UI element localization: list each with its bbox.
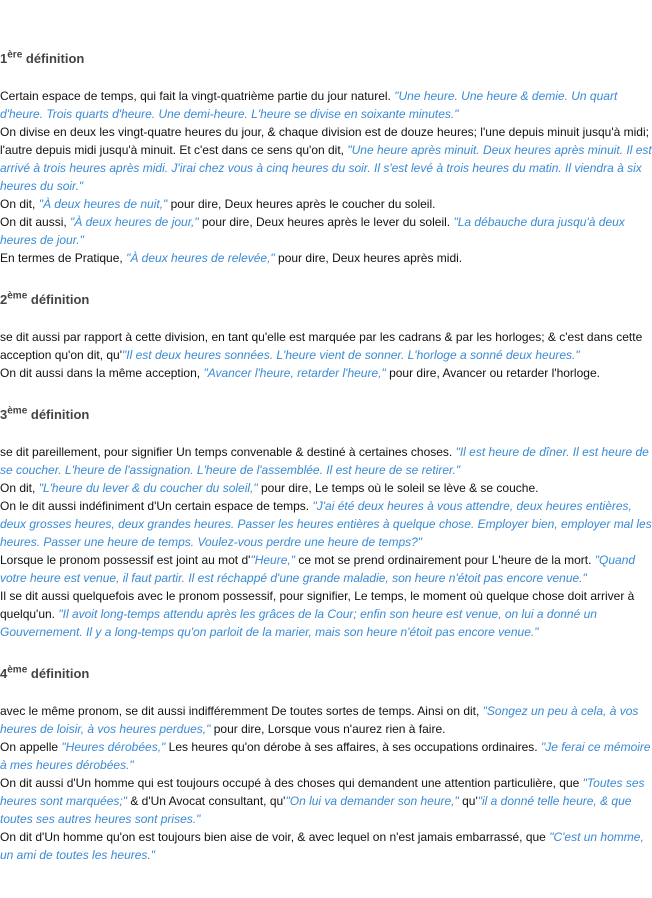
- definition-text: ce mot se prend ordinairement pour L'heu…: [294, 553, 595, 567]
- example-quote: "Il avoit long-temps attendu après les g…: [0, 607, 597, 639]
- definition-heading: 2ème définition: [0, 286, 652, 314]
- definition-section: 2ème définition se dit aussi par rapport …: [0, 286, 652, 382]
- definition-paragraph: avec le même pronom, se dit aussi indiff…: [0, 702, 652, 738]
- example-quote: "C'est un homme, un ami de toutes les he…: [0, 830, 644, 862]
- definition-label: définition: [30, 666, 90, 681]
- definition-number: 4: [0, 666, 8, 681]
- definition-text: Certain espace de temps, qui fait la vin…: [0, 89, 395, 103]
- definition-paragraph: se dit pareillement, pour signifier Un t…: [0, 443, 652, 479]
- definition-ordinal: ème: [7, 290, 28, 302]
- definition-text: pour dire, Deux heures après le coucher …: [167, 197, 436, 211]
- definition-paragraph: se dit aussi par rapport à cette divisio…: [0, 328, 652, 364]
- definition-text: On dit,: [0, 197, 39, 211]
- definition-paragraph: Certain espace de temps, qui fait la vin…: [0, 87, 652, 123]
- definition-text: On dit,: [0, 481, 39, 495]
- example-quote: "On lui va demander son heure,": [285, 794, 459, 808]
- example-quote: "Heures dérobées,": [61, 740, 166, 754]
- definition-heading: 4ème définition: [0, 660, 652, 688]
- definition-text: On dit aussi d'Un homme qui est toujours…: [0, 776, 583, 790]
- example-quote: "J'ai été deux heures à vous attendre, d…: [0, 499, 652, 549]
- definition-label: définition: [30, 292, 90, 307]
- definition-text: Il se dit aussi quelquefois avec le pron…: [0, 589, 635, 621]
- example-quote: "À deux heures de relevée,": [126, 251, 275, 265]
- definition-body: Certain espace de temps, qui fait la vin…: [0, 87, 652, 267]
- definition-text: On le dit aussi indéfiniment d'Un certai…: [0, 499, 313, 513]
- definition-paragraph: Lorsque le pronom possessif est joint au…: [0, 551, 652, 587]
- definition-text: avec le même pronom, se dit aussi indiff…: [0, 704, 483, 718]
- definition-body: se dit pareillement, pour signifier Un t…: [0, 443, 652, 641]
- definition-paragraph: On dit d'Un homme qu'on est toujours bie…: [0, 828, 652, 864]
- definition-paragraph: On dit aussi, "À deux heures de jour," p…: [0, 213, 652, 249]
- definition-label: définition: [25, 51, 85, 66]
- definition-paragraph: On appelle "Heures dérobées," Les heures…: [0, 738, 652, 774]
- definition-number: 1: [0, 51, 8, 66]
- definition-ordinal: ème: [7, 405, 28, 417]
- definition-paragraph: On le dit aussi indéfiniment d'Un certai…: [0, 497, 652, 551]
- definition-text: On divise en deux les vingt-quatre heure…: [0, 125, 649, 157]
- example-quote: "À deux heures de jour,": [70, 215, 199, 229]
- example-quote: "Toutes ses heures sont marquées;": [0, 776, 645, 808]
- definition-text: En termes de Pratique,: [0, 251, 127, 265]
- definition-text: On appelle: [0, 740, 62, 754]
- definition-heading: 1ère définition: [0, 45, 652, 73]
- definition-text: pour dire, Deux heures après le lever du…: [198, 215, 454, 229]
- definition-paragraph: On dit, "L'heure du lever & du coucher d…: [0, 479, 652, 497]
- definition-text: se dit aussi par rapport à cette divisio…: [0, 330, 643, 362]
- example-quote: "Songez un peu à cela, à vos heures de l…: [0, 704, 639, 736]
- definition-heading: 3ème définition: [0, 401, 652, 429]
- definition-paragraph: On dit aussi dans la même acception, "Av…: [0, 364, 652, 382]
- definition-section: 3ème définition se dit pareillement, pour…: [0, 401, 652, 641]
- example-quote: "Il est heure de dîner. Il est heure de …: [0, 445, 649, 477]
- definition-number: 2: [0, 292, 8, 307]
- example-quote: "il a donné telle heure, & que toutes se…: [0, 794, 632, 826]
- example-quote: "La débauche dura jusqu'à deux heures de…: [0, 215, 625, 247]
- definition-text: On dit aussi dans la même acception,: [0, 366, 204, 380]
- example-quote: "Heure,": [250, 553, 295, 567]
- definition-text: Lorsque le pronom possessif est joint au…: [0, 553, 251, 567]
- definition-ordinal: ème: [7, 664, 28, 676]
- definition-paragraph: Il se dit aussi quelquefois avec le pron…: [0, 587, 652, 641]
- example-quote: "À deux heures de nuit,": [38, 197, 168, 211]
- definition-text: pour dire, Avancer ou retarder l'horloge…: [385, 366, 600, 380]
- definition-ordinal: ère: [7, 49, 23, 61]
- definition-label: définition: [30, 407, 90, 422]
- example-quote: "Avancer l'heure, retarder l'heure,": [203, 366, 386, 380]
- example-quote: "Une heure. Une heure & demie. Un quart …: [0, 89, 618, 121]
- definition-text: qu': [458, 794, 478, 808]
- definition-paragraph: On dit, "À deux heures de nuit," pour di…: [0, 195, 652, 213]
- definition-paragraph: En termes de Pratique, "À deux heures de…: [0, 249, 652, 267]
- example-quote: "Une heure après minuit. Deux heures apr…: [0, 143, 652, 193]
- definition-text: pour dire, Lorsque vous n'aurez rien à f…: [210, 722, 446, 736]
- definition-text: Les heures qu'on dérobe à ses affaires, …: [165, 740, 541, 754]
- definition-text: pour dire, Le temps où le soleil se lève…: [257, 481, 539, 495]
- definition-paragraph: On dit aussi d'Un homme qui est toujours…: [0, 774, 652, 828]
- definition-paragraph: On divise en deux les vingt-quatre heure…: [0, 123, 652, 195]
- definition-text: On dit aussi,: [0, 215, 71, 229]
- definition-text: On dit d'Un homme qu'on est toujours bie…: [0, 830, 550, 844]
- example-quote: "L'heure du lever & du coucher du soleil…: [38, 481, 258, 495]
- example-quote: "Il est deux heures sonnées. L'heure vie…: [122, 348, 580, 362]
- definition-body: avec le même pronom, se dit aussi indiff…: [0, 702, 652, 864]
- definition-section: 4ème définition avec le même pronom, se d…: [0, 660, 652, 864]
- definition-text: pour dire, Deux heures après midi.: [274, 251, 463, 265]
- example-quote: "Je ferai ce mémoire à mes heures dérobé…: [0, 740, 651, 772]
- definition-number: 3: [0, 407, 8, 422]
- definition-text: & d'Un Avocat consultant, qu': [127, 794, 286, 808]
- definition-text: se dit pareillement, pour signifier Un t…: [0, 445, 456, 459]
- example-quote: "Quand votre heure est venue, il faut pa…: [0, 553, 636, 585]
- definition-body: se dit aussi par rapport à cette divisio…: [0, 328, 652, 382]
